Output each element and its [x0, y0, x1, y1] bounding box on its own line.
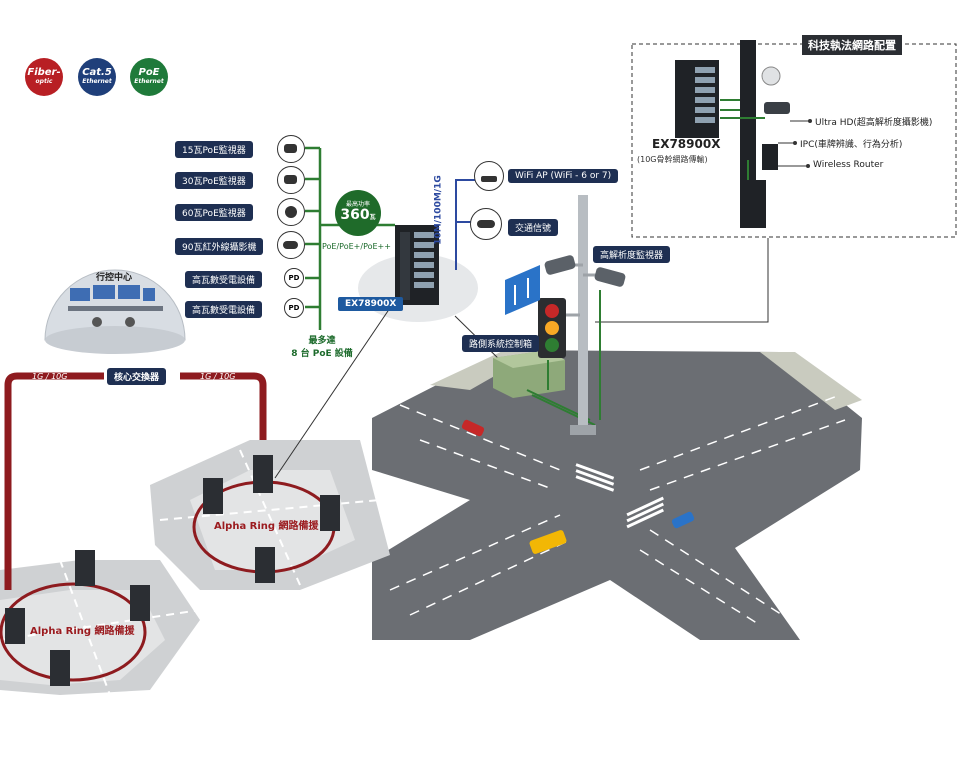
- ring-label-lower: Alpha Ring 網路備援: [30, 626, 135, 637]
- core-switch-label: 核心交換器: [107, 368, 167, 385]
- poe-badge: PoE Ethernet: [130, 58, 168, 96]
- inset-switch-desc: (10G骨幹網路傳輸): [637, 155, 708, 164]
- max-devices-line1: 最多達: [308, 336, 336, 346]
- poe-device-label: 60瓦PoE監視器: [175, 204, 253, 221]
- poe-device-label: 高瓦數受電設備: [185, 271, 263, 288]
- wifi-router-icon: [474, 161, 504, 191]
- traffic-signal-label: 交通信號: [508, 219, 559, 236]
- ex78900x-switch: [395, 225, 439, 305]
- dome-camera-icon: [277, 135, 305, 163]
- power-budget-value: 360: [340, 207, 370, 223]
- max-devices-line2: 8 台 PoE 設備: [291, 349, 353, 359]
- badge-line2: optic: [35, 78, 53, 85]
- inset-item-ipc: IPC(車牌辨識、行為分析): [800, 140, 903, 150]
- switch-label: EX78900X: [338, 297, 404, 311]
- main-intersection: [372, 350, 862, 640]
- uplink-speed-left: 1G / 10G: [32, 372, 68, 381]
- inset-item-router: Wireless Router: [813, 160, 884, 170]
- power-budget-badge: 最高功率 360瓦: [335, 190, 381, 236]
- fiber-optic-badge: Fiber- optic: [25, 58, 63, 96]
- badge-line2: Ethernet: [134, 78, 164, 85]
- ring-switches: [5, 455, 340, 686]
- control-center: [44, 269, 186, 354]
- dome-camera-icon: [277, 166, 305, 194]
- cat5-badge: Cat.5 Ethernet: [78, 58, 116, 96]
- control-center-label: 行控中心: [96, 273, 133, 283]
- inset-title: 科技執法網路配置: [802, 35, 902, 55]
- poe-device-label: 30瓦PoE監視器: [175, 172, 253, 189]
- inset-item-uhd: Ultra HD(超高解析度攝影機): [815, 118, 933, 128]
- wifi-ap-label: WiFi AP (WiFi - 6 or 7): [508, 169, 619, 183]
- poe-standard-label: PoE/PoE+/PoE++: [322, 242, 391, 251]
- poe-device-label: 90瓦紅外線攝影機: [175, 238, 264, 255]
- uplink-vertical-label: 10M/100M/1G: [433, 175, 444, 245]
- poe-device-label: 高瓦數受電設備: [185, 301, 263, 318]
- camera-pole: [544, 195, 626, 435]
- max-devices-label: 最多達 8 台 PoE 設備: [282, 333, 362, 359]
- roadside-box-label: 路側系統控制箱: [462, 335, 540, 352]
- vehicles: [461, 419, 695, 554]
- hd-camera-label: 高解析度監視器: [593, 246, 671, 263]
- pd-icon: PD: [284, 268, 304, 288]
- speed-dome-icon: [277, 198, 305, 226]
- badge-line1: Fiber-: [27, 67, 61, 78]
- enforcement-inset: [631, 40, 957, 238]
- badge-line1: Cat.5: [82, 67, 112, 78]
- ring-label-upper: Alpha Ring 網路備援: [214, 521, 319, 532]
- ring-intersection-upper: [150, 440, 390, 590]
- badge-line2: Ethernet: [82, 78, 112, 85]
- badge-line1: PoE: [138, 67, 160, 78]
- power-budget-title: 最高功率: [345, 201, 370, 208]
- ir-camera-icon: [277, 231, 305, 259]
- power-budget-unit: 瓦: [369, 214, 376, 221]
- traffic-light: [538, 298, 580, 358]
- poe-device-label: 15瓦PoE監視器: [175, 141, 253, 158]
- uplink-speed-right: 1G / 10G: [200, 372, 236, 381]
- traffic-signal-icon: [470, 208, 502, 240]
- core-uplink: [4, 372, 267, 590]
- inset-switch-name: EX78900X: [652, 137, 721, 151]
- pd-icon: PD: [284, 298, 304, 318]
- road-sign: [505, 265, 540, 315]
